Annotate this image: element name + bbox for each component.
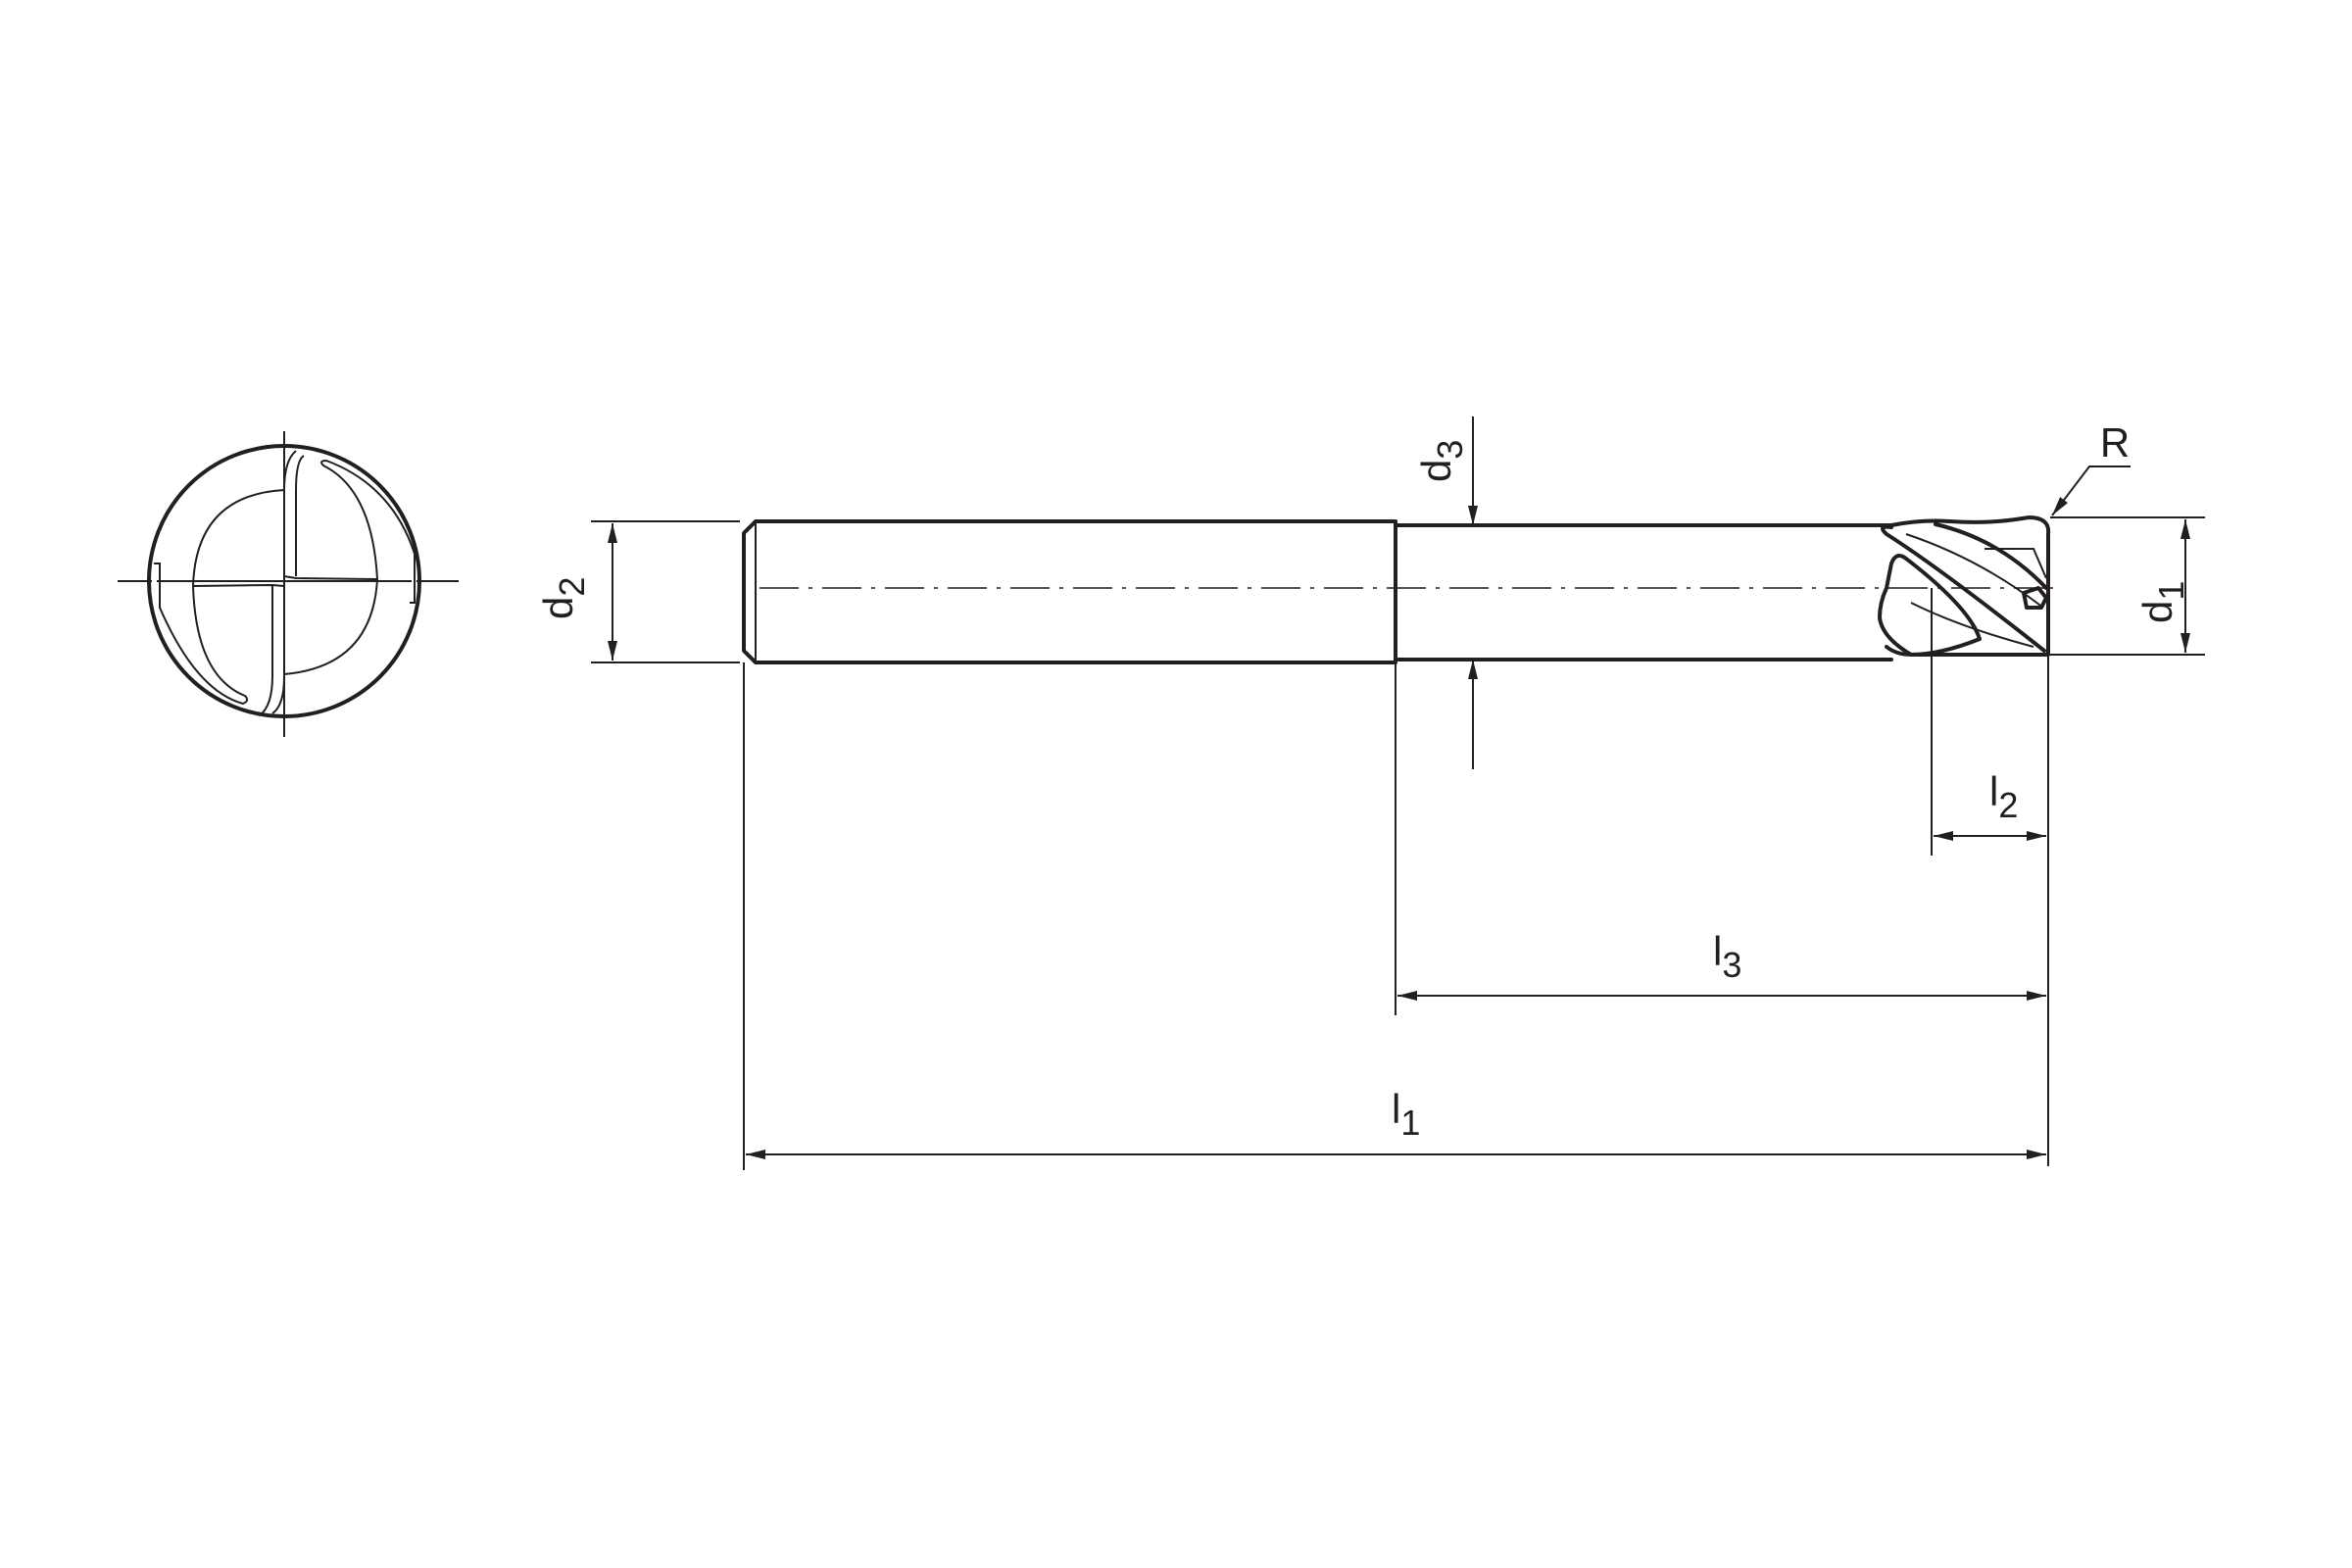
dimension-l3: l3 xyxy=(1397,928,2046,1001)
flute-lower xyxy=(192,583,285,714)
flute-1 xyxy=(1881,524,2046,653)
gash-left xyxy=(154,489,285,706)
flute-upper-inner xyxy=(295,455,305,576)
shank xyxy=(742,519,1397,664)
r-leader xyxy=(2051,466,2131,516)
r-label: R xyxy=(2100,419,2130,466)
dimension-d3: d3 xyxy=(1413,416,1478,769)
dimension-l1: l1 xyxy=(746,1086,2046,1159)
radius-callout: R xyxy=(2051,419,2131,516)
d1-label: d1 xyxy=(2134,581,2191,623)
flute-3 xyxy=(1878,553,1982,657)
dimension-d1: d1 xyxy=(2050,516,2205,656)
flute-details xyxy=(1905,533,2047,648)
flute-upper xyxy=(283,450,378,580)
d2-label: d2 xyxy=(535,577,592,619)
end-view xyxy=(118,431,459,737)
flute-2 xyxy=(1934,522,2048,590)
dimension-d2: d2 xyxy=(535,520,740,663)
cutting-head xyxy=(1885,515,2051,657)
gash-right xyxy=(283,459,416,675)
side-view xyxy=(742,515,2058,664)
dimension-l2: l2 xyxy=(1934,768,2046,841)
l2-label: l2 xyxy=(1989,768,2018,825)
l3-label: l3 xyxy=(1713,928,1741,985)
end-view-outline xyxy=(147,444,421,718)
flute-lower-inner xyxy=(259,586,273,716)
l1-label: l1 xyxy=(1392,1086,1420,1143)
neck xyxy=(1394,523,1893,662)
d3-label: d3 xyxy=(1413,440,1470,482)
center-notch xyxy=(2022,586,2048,610)
